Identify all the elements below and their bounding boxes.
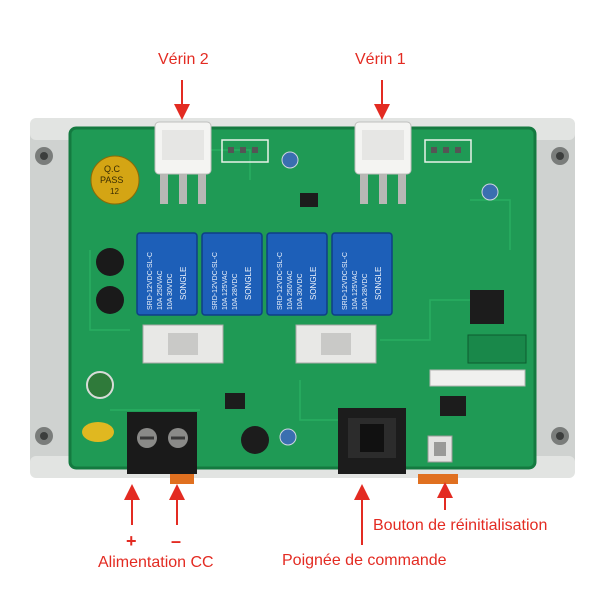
- verin2-label: Vérin 2: [158, 51, 209, 68]
- inductor: [241, 426, 269, 454]
- handle-label: Poignée de commande: [282, 552, 447, 569]
- capacitor: [86, 371, 114, 399]
- relay-brand-text: SONGLE: [244, 267, 253, 300]
- relay-4: [331, 232, 393, 316]
- verin1-label: Vérin 1: [355, 51, 406, 68]
- relay-brand-text: SONGLE: [374, 267, 383, 300]
- power-minus-sign: –: [171, 531, 182, 551]
- relay-1: [136, 232, 198, 316]
- relay-brand-text: SONGLE: [309, 267, 318, 300]
- connector-verin2: [154, 121, 212, 204]
- relay-model-text: SRD-12VDC-SL-C: [277, 252, 284, 310]
- relay-rating-text: 10A 125VAC: [352, 270, 359, 310]
- relay-model-text: SRD-12VDC-SL-C: [342, 252, 349, 310]
- qc-text: Q.C: [104, 164, 121, 174]
- reset-button: [418, 435, 458, 484]
- relay-rating-text: 10A 30VDC: [167, 273, 174, 310]
- power-terminal-block: [127, 412, 197, 484]
- relay-rating-text: 10A 28VDC: [362, 273, 369, 310]
- pin-header: [429, 369, 526, 387]
- power-label: Alimentation CC: [98, 554, 214, 571]
- relay-brand-text: SONGLE: [179, 267, 188, 300]
- connector-verin1: [354, 121, 412, 204]
- power-plus-sign: +: [126, 531, 137, 551]
- heatsink-right: [295, 324, 377, 364]
- relay-rating-text: 10A 28VDC: [232, 273, 239, 310]
- relay-rating-text: 10A 30VDC: [297, 273, 304, 310]
- capacitor: [279, 428, 297, 446]
- relay-2: [201, 232, 263, 316]
- qc-sticker: [90, 155, 140, 205]
- reset-label: Bouton de réinitialisation: [373, 517, 548, 534]
- relay-model-text: SRD-12VDC-SL-C: [147, 252, 154, 310]
- relay-rating-text: 10A 125VAC: [222, 270, 229, 310]
- handle-connector: [338, 408, 406, 474]
- relay-rating-text: 10A 250VAC: [157, 270, 164, 310]
- heatsink-left: [142, 324, 224, 364]
- varistor: [96, 286, 124, 314]
- qc-text: 12: [110, 187, 119, 196]
- varistor: [96, 248, 124, 276]
- rf-module: [467, 334, 527, 364]
- relay-3: [266, 232, 328, 316]
- relay-model-text: SRD-12VDC-SL-C: [212, 252, 219, 310]
- qc-text: PASS: [100, 175, 123, 185]
- relay-rating-text: 10A 250VAC: [287, 270, 294, 310]
- ceramic-capacitor: [82, 422, 114, 442]
- microcontroller-chip: [470, 290, 504, 324]
